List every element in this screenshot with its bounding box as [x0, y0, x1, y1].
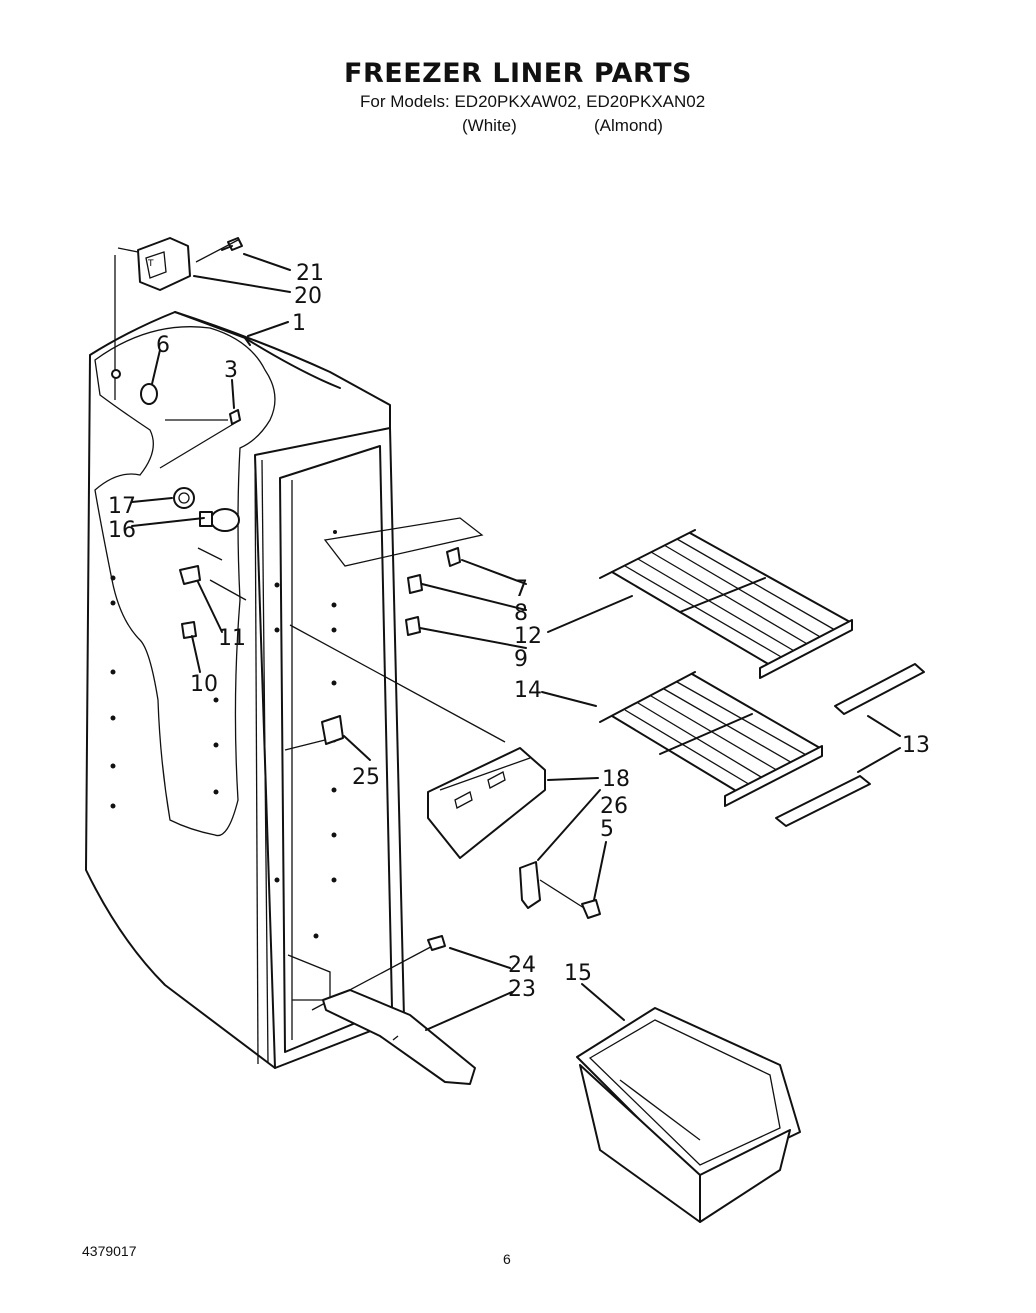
callout-16: 16: [108, 518, 136, 543]
callout-6: 6: [156, 333, 170, 358]
screw-24: [427, 935, 446, 951]
callout-3: 3: [224, 358, 238, 383]
leader-lines: [131, 253, 901, 1031]
callout-12: 12: [514, 624, 542, 649]
callout-20: 20: [294, 284, 322, 309]
model-note-almond: (Almond): [594, 116, 663, 135]
callout-7: 7: [514, 577, 528, 602]
callout-13: 13: [902, 733, 930, 758]
screw-3: [229, 409, 241, 425]
callout-9: 9: [514, 647, 528, 672]
page-number: 6: [503, 1251, 511, 1267]
callout-14: 14: [514, 678, 542, 703]
callout-26: 26: [600, 794, 628, 819]
diagram-title: FREEZER LINER PARTS: [344, 58, 692, 89]
callout-18: 18: [602, 767, 630, 792]
bracket-23: [322, 989, 476, 1085]
shelf-rail-upper: [834, 663, 925, 715]
cover-18: [427, 747, 546, 859]
callout-10: 10: [190, 672, 218, 697]
switch-11: [179, 565, 201, 585]
shelf-support-7: [446, 547, 461, 567]
retainer-10: [181, 621, 197, 639]
bracket-26: [519, 861, 541, 909]
wire-shelf-lower: [599, 671, 823, 807]
svg-text:T: T: [147, 259, 154, 269]
callout-5: 5: [600, 817, 614, 842]
callout-23: 23: [508, 977, 536, 1002]
shelf-support-9: [405, 616, 421, 636]
shelf-rail-lower: [775, 775, 871, 827]
callout-labels: 21 20 1 6 3 17 16 11 10 7 8 9 12 14 13 1…: [108, 261, 930, 1002]
shelf-support-8: [407, 574, 423, 594]
model-note-white: (White): [462, 116, 517, 135]
wall-hole-plug: [111, 369, 121, 379]
document-number: 4379017: [82, 1243, 137, 1259]
callout-1: 1: [292, 311, 306, 336]
freezer-liner: [85, 311, 405, 1069]
callout-8: 8: [514, 601, 528, 626]
callout-24: 24: [508, 953, 536, 978]
callout-17: 17: [108, 494, 136, 519]
callout-21: 21: [296, 261, 324, 286]
callout-25: 25: [352, 765, 380, 790]
socket-25: [321, 715, 344, 745]
plug-button: [140, 383, 158, 405]
callout-15: 15: [564, 961, 592, 986]
screw-5: [581, 899, 601, 919]
housing-screw: [221, 237, 243, 251]
models-line: For Models: ED20PKXAW02, ED20PKXAN02: [360, 92, 706, 111]
wire-shelf-upper: [599, 529, 853, 679]
light-housing: T: [117, 237, 191, 291]
callout-11: 11: [218, 626, 246, 651]
freezer-drawer: [576, 1007, 801, 1223]
lamp-socket: [173, 487, 195, 509]
light-bulb: [199, 508, 240, 532]
